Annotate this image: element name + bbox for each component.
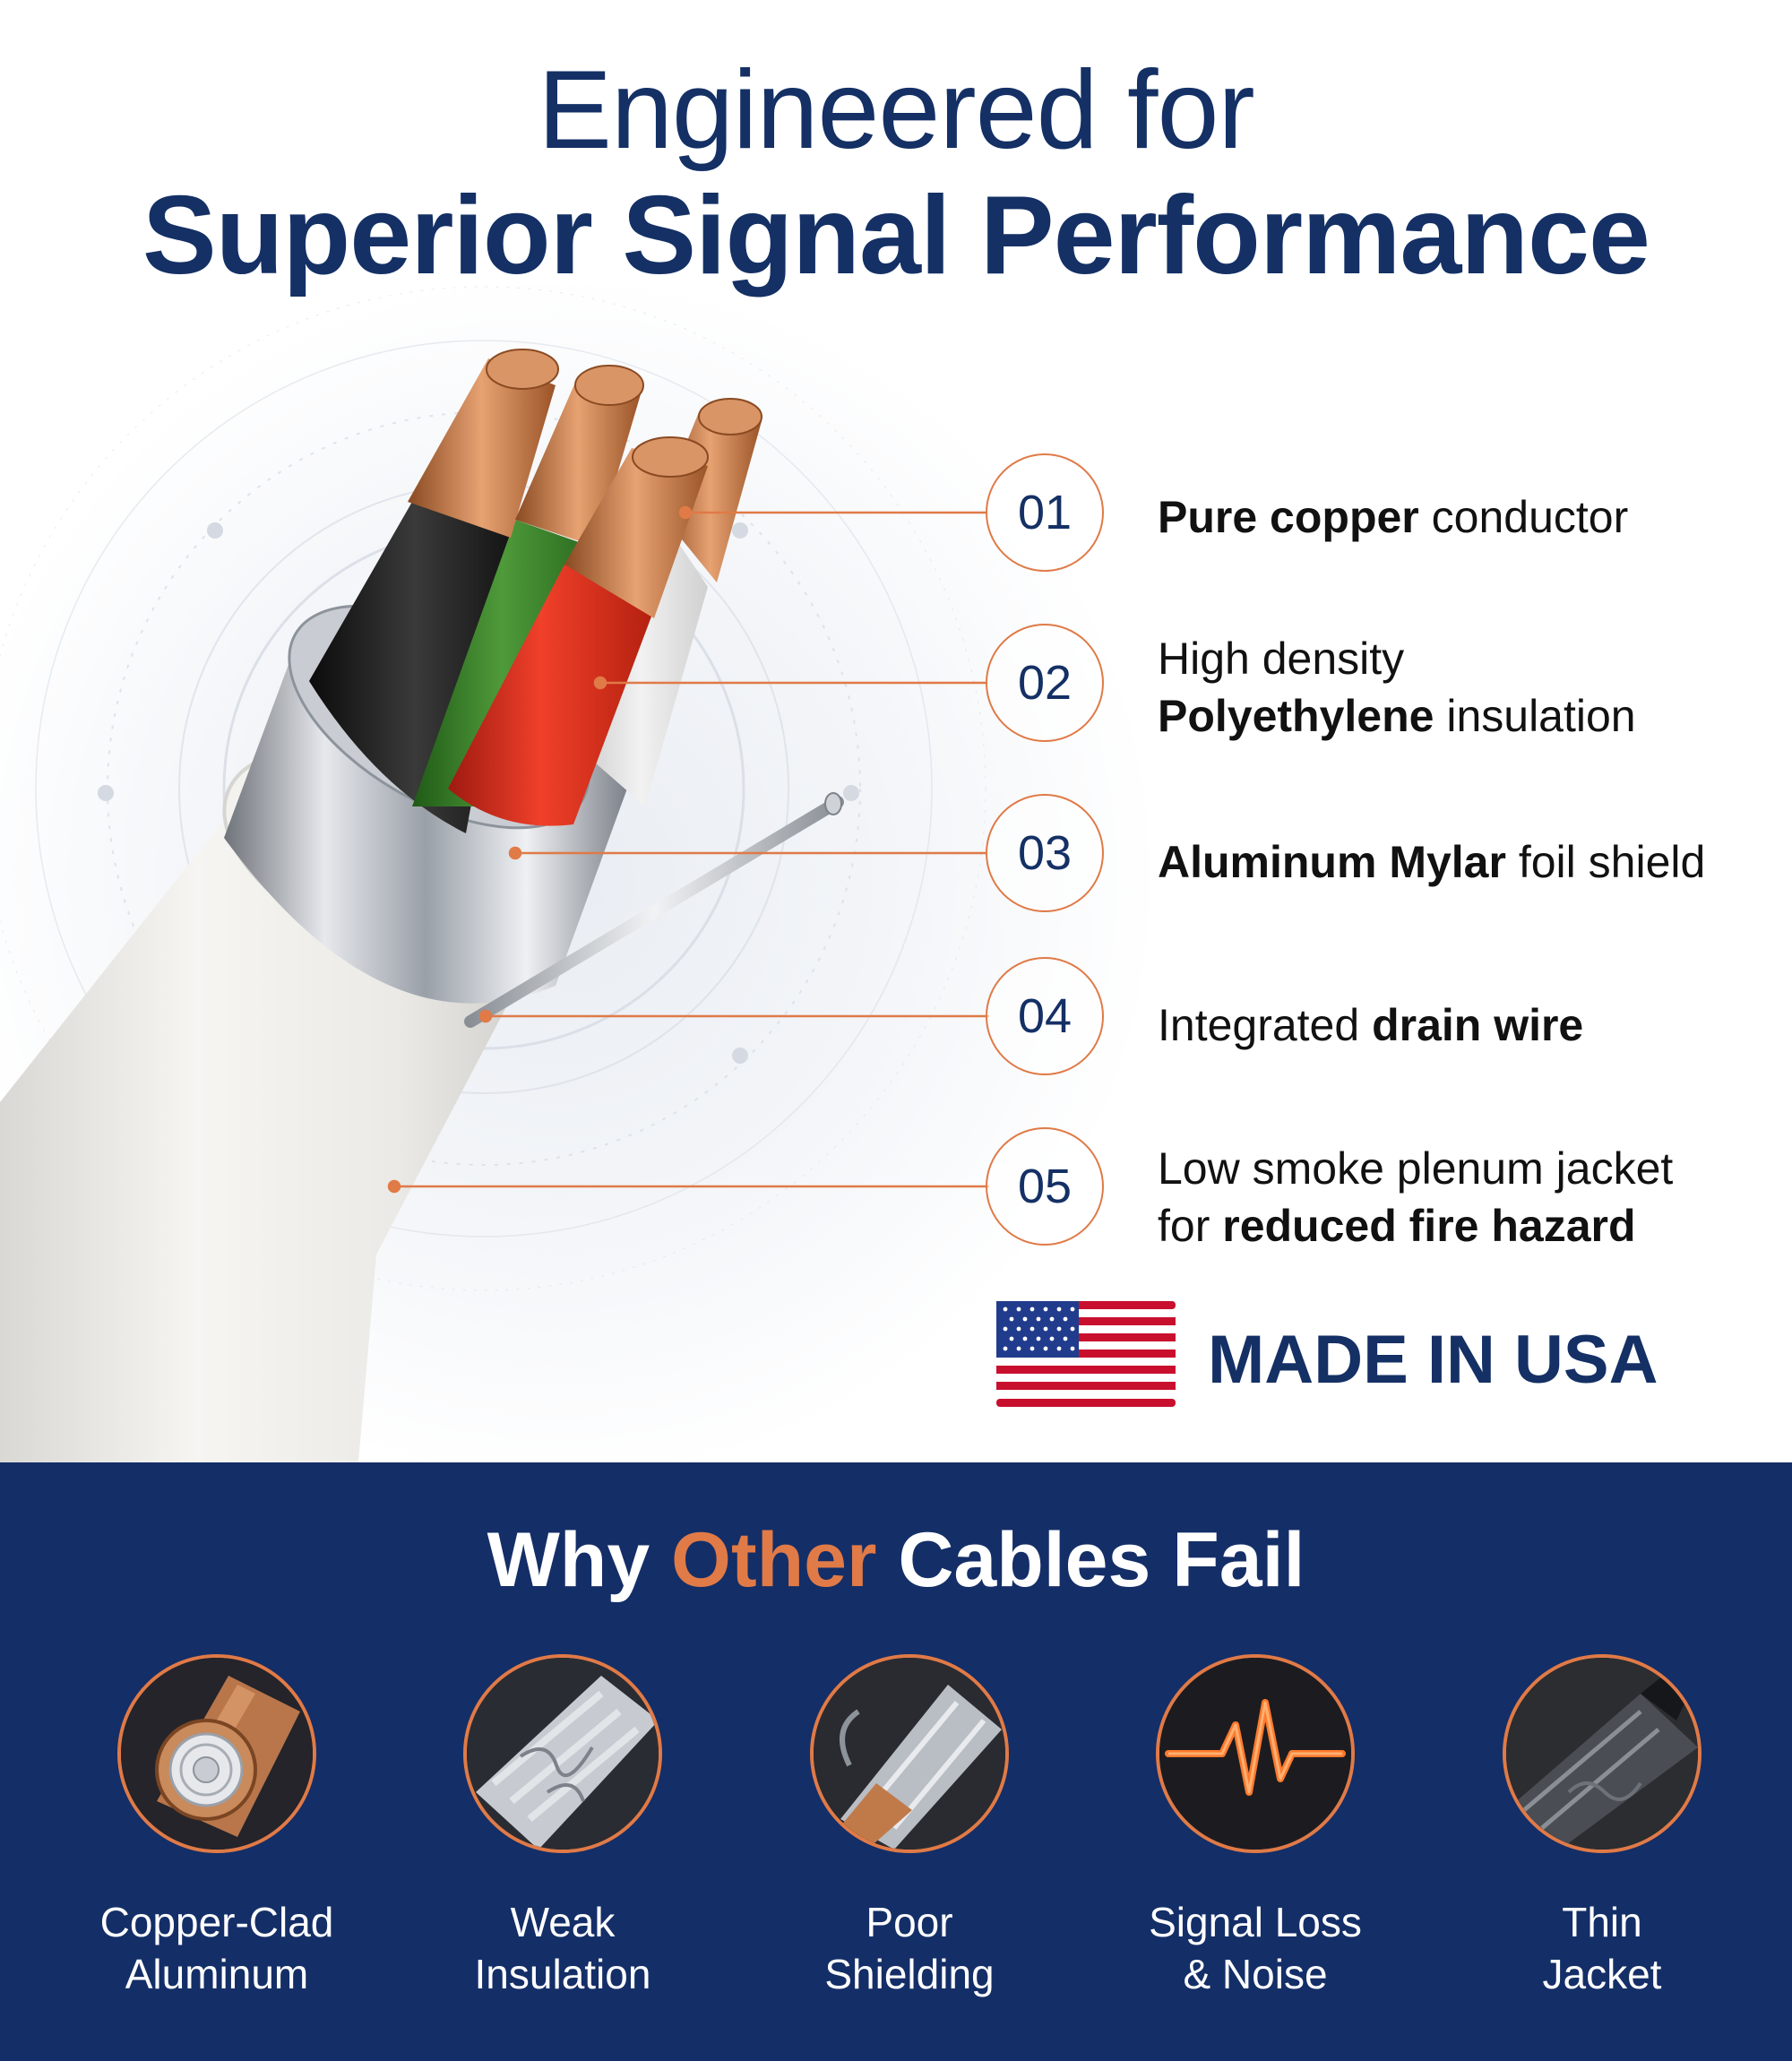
failure-label-line1: Signal Loss <box>1149 1899 1362 1945</box>
leader-lines <box>387 505 989 1194</box>
signal-loss-icon <box>1156 1654 1355 1853</box>
feature-text-1: Pure copper conductor <box>1158 488 1767 546</box>
feature-2-line2: Polyethylene insulation <box>1158 687 1767 745</box>
page-title-line2: Superior Signal Performance <box>142 174 1650 298</box>
made-in-usa-label: MADE IN USA <box>1208 1322 1658 1398</box>
failure-item-signal-loss: Signal Loss & Noise <box>1085 1654 1426 2000</box>
failure-item-weak-insulation: Weak Insulation <box>392 1654 733 2000</box>
failure-item-poor-shielding: Poor Shielding <box>739 1654 1080 2000</box>
failure-label: Poor Shielding <box>739 1896 1080 2000</box>
failure-label: Weak Insulation <box>392 1896 733 2000</box>
cable-illustration <box>0 286 1176 1462</box>
why-heading: Why Other Cables Fail <box>0 1516 1792 1605</box>
callout-number-1: 01 <box>986 453 1104 572</box>
callout-number-5: 05 <box>986 1127 1104 1246</box>
feature-text-3: Aluminum Mylar foil shield <box>1158 833 1767 891</box>
feature-1-post: conductor <box>1418 492 1629 542</box>
callout-number-2: 02 <box>986 624 1104 742</box>
failure-label-line2: Jacket <box>1542 1951 1662 1997</box>
why-heading-highlight: Other <box>671 1517 877 1603</box>
feature-5-bold: reduced fire hazard <box>1222 1201 1636 1251</box>
feature-4-pre: Integrated <box>1158 1000 1373 1050</box>
failure-label-line2: & Noise <box>1183 1951 1328 1997</box>
failure-label-line1: Weak <box>510 1899 616 1945</box>
usa-flag-icon <box>996 1301 1176 1407</box>
feature-3-bold: Aluminum Mylar <box>1158 837 1506 887</box>
feature-text-4: Integrated drain wire <box>1158 996 1767 1054</box>
feature-text-5: Low smoke plenum jacket for reduced fire… <box>1158 1140 1767 1255</box>
feature-2-line1: High density <box>1158 634 1405 684</box>
failure-label: Thin Jacket <box>1432 1896 1772 2000</box>
callout-number-4: 04 <box>986 957 1104 1075</box>
feature-2-post: insulation <box>1434 691 1636 741</box>
failure-label: Copper-Clad Aluminum <box>47 1896 387 2000</box>
feature-text-2: High density Polyethylene insulation <box>1158 630 1767 745</box>
failure-label-line2: Shielding <box>824 1951 995 1997</box>
feature-4-bold: drain wire <box>1372 1000 1584 1050</box>
copper-clad-aluminum-icon <box>117 1654 316 1853</box>
failure-item-copper-clad: Copper-Clad Aluminum <box>47 1654 387 2000</box>
page-title-line1: Engineered for <box>538 48 1254 172</box>
feature-5-line2: for reduced fire hazard <box>1158 1197 1767 1255</box>
failure-item-thin-jacket: Thin Jacket <box>1432 1654 1772 2000</box>
thin-jacket-icon <box>1503 1654 1702 1853</box>
weak-insulation-icon <box>463 1654 662 1853</box>
why-heading-post: Cables Fail <box>876 1517 1305 1603</box>
failure-label-line1: Copper-Clad <box>99 1899 334 1945</box>
failure-label-line2: Insulation <box>474 1951 651 1997</box>
copper-strands <box>408 349 762 618</box>
failure-label: Signal Loss & Noise <box>1085 1896 1426 2000</box>
failure-label-line1: Poor <box>866 1899 953 1945</box>
failure-label-line1: Thin <box>1562 1899 1642 1945</box>
feature-2-bold: Polyethylene <box>1158 691 1434 741</box>
feature-5-line1: Low smoke plenum jacket <box>1158 1143 1674 1194</box>
failure-label-line2: Aluminum <box>125 1951 309 1997</box>
feature-1-bold: Pure copper <box>1158 492 1419 542</box>
why-fail-section: Why Other Cables Fail Copper-Clad Alumin… <box>0 1462 1792 2061</box>
feature-5-line2-pre: for <box>1158 1201 1223 1251</box>
callout-number-3: 03 <box>986 794 1104 912</box>
feature-3-post: foil shield <box>1505 837 1706 887</box>
why-heading-pre: Why <box>487 1517 672 1603</box>
hero-section: Engineered for Superior Signal Performan… <box>0 0 1792 1462</box>
poor-shielding-icon <box>810 1654 1009 1853</box>
